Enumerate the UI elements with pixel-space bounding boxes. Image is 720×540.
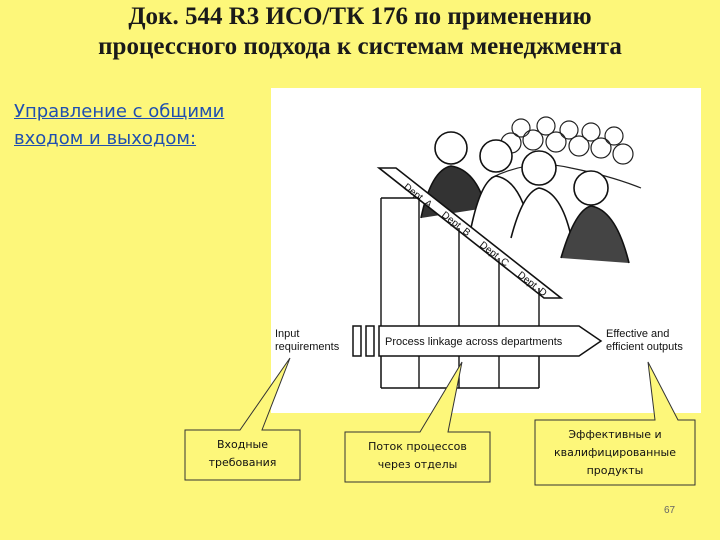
effective-outputs-label: Effective and efficient outputs	[606, 328, 683, 354]
callout-process-line-2: через отделы	[377, 458, 458, 471]
callout-input-line-1: Входные	[216, 438, 269, 451]
callout-output-line-3: продукты	[586, 464, 644, 477]
input-requirements-label: Input requirements	[275, 328, 339, 354]
callout-input-text: Входные требования	[185, 436, 300, 472]
slide-subtitle: Управление с общими входом и выходом:	[14, 98, 264, 152]
process-arrow	[352, 325, 603, 357]
process-illustration: Dept. A Dept. B Dept. C Dept. D Input re…	[271, 88, 701, 413]
callout-output-line-1: Эффективные и	[568, 428, 662, 441]
callout-process-line-1: Поток процессов	[368, 440, 467, 453]
title-line-2: процессного подхода к системам менеджмен…	[98, 33, 622, 60]
output-label-line-1: Effective and	[606, 328, 670, 340]
subtitle-line-1: Управление с общими	[14, 101, 225, 122]
callout-output-shape	[534, 361, 696, 486]
page-number: 67	[664, 505, 676, 516]
callout-input-shape	[184, 357, 301, 481]
title-line-1: Док. 544 R3 ИСО/ТК 176 по применению	[128, 3, 592, 30]
callout-output-text: Эффективные и квалифицированные продукты	[535, 426, 695, 480]
slide-title: Док. 544 R3 ИСО/ТК 176 по применению про…	[0, 2, 720, 62]
callout-output-line-2: квалифицированные	[553, 446, 676, 459]
callout-input-line-2: требования	[208, 456, 277, 469]
lower-columns	[380, 356, 540, 388]
input-label-line-2: requirements	[275, 341, 340, 353]
callout-process-text: Поток процессов через отделы	[345, 438, 490, 474]
callout-process-shape	[344, 361, 491, 483]
department-bar	[376, 167, 564, 299]
process-linkage-label: Process linkage across departments	[385, 336, 563, 348]
illustration-drawing: Dept. A Dept. B Dept. C Dept. D	[352, 116, 642, 389]
input-label-line-1: Input	[275, 328, 300, 340]
output-label-line-2: efficient outputs	[606, 341, 683, 353]
subtitle-line-2: входом и выходом:	[14, 128, 197, 149]
